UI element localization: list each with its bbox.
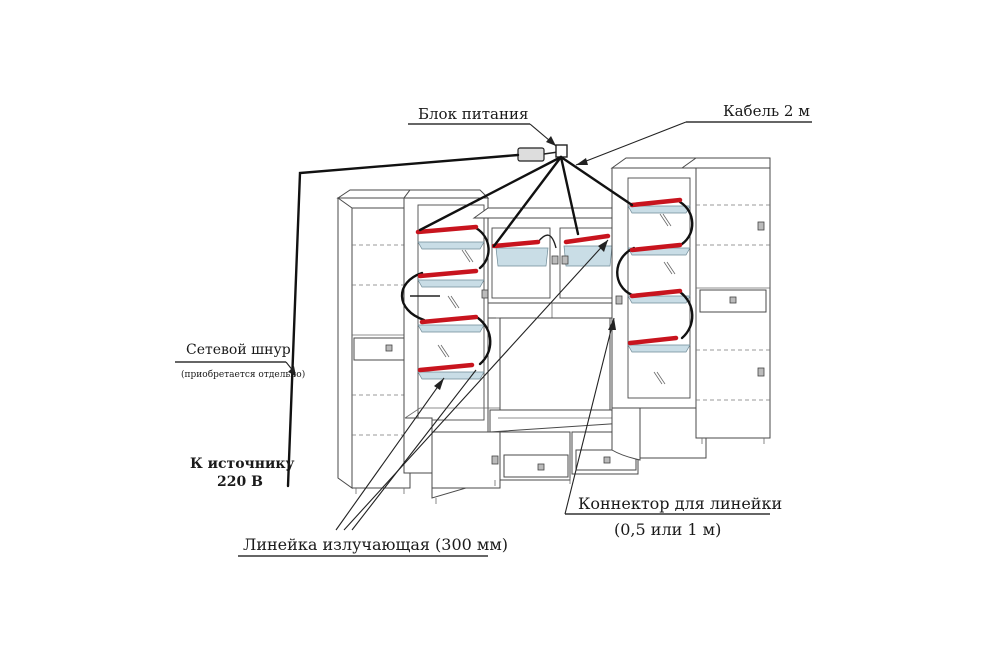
- led-strip-left-3: [419, 314, 479, 325]
- leader-lines: [175, 121, 812, 557]
- splitter-box: [555, 144, 568, 158]
- left-glass-vitrine: [403, 189, 490, 474]
- connector-loops: [400, 200, 694, 366]
- label-source-line1: К источнику: [190, 456, 295, 472]
- label-power-cord: Сетевой шнур: [186, 342, 291, 358]
- led-strip-right-4: [627, 335, 679, 346]
- label-power-cord-note: (приобретается отдельно): [181, 370, 306, 380]
- led-strip-right-3: [629, 288, 683, 299]
- led-strip-right-1: [629, 197, 683, 208]
- led-strip-left-1: [415, 224, 479, 235]
- led-strip-center-2: [563, 233, 611, 245]
- left-outer-cabinet: [336, 189, 419, 494]
- label-source-line2: 220 В: [217, 474, 263, 490]
- led-strips: [415, 197, 683, 373]
- label-cable: Кабель 2 м: [723, 102, 810, 120]
- power-cord: [286, 153, 520, 488]
- led-strip-center-1: [491, 239, 541, 249]
- power-block: [517, 147, 545, 162]
- right-outer-cabinet: [680, 157, 771, 444]
- right-glass-vitrine: [610, 157, 707, 461]
- label-power-unit: Блок питания: [418, 105, 529, 123]
- supply-cables: [418, 155, 634, 248]
- center-section: [472, 207, 641, 433]
- label-connector-length: (0,5 или 1 м): [614, 520, 722, 539]
- label-connector: Коннектор для линейки: [578, 494, 783, 513]
- label-emitting-strip: Линейка излучающая (300 мм): [243, 535, 509, 554]
- led-strip-right-2: [629, 242, 683, 253]
- led-strip-left-2: [417, 268, 479, 279]
- led-strip-left-4: [417, 362, 475, 373]
